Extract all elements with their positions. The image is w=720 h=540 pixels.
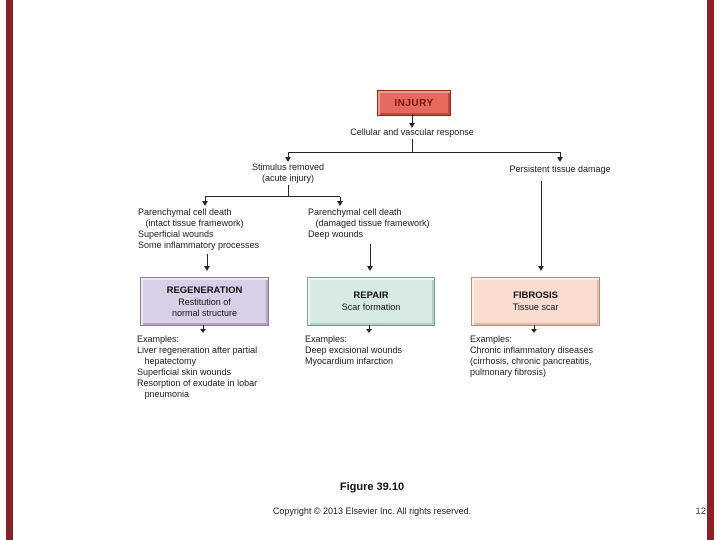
- examples-fibrosis: Examples: Chronic inflammatory diseases …: [470, 334, 593, 378]
- connector-line: [560, 153, 561, 157]
- connector-line: [534, 325, 535, 329]
- example-line: pneumonia: [137, 389, 190, 399]
- connector-line: [288, 185, 289, 196]
- page-number: 12: [695, 506, 706, 517]
- factor-line: Deep wounds: [308, 229, 364, 239]
- repair-path-factors: Parenchymal cell death (damaged tissue f…: [308, 207, 430, 240]
- arrow-down-icon: [367, 266, 373, 271]
- factor-line: Parenchymal cell death: [138, 207, 232, 217]
- outcome-box-regeneration: REGENERATION Restitution of normal struc…: [140, 277, 269, 326]
- acute-branch-line1: Stimulus removed: [251, 162, 325, 172]
- factor-line: (damaged tissue framework): [308, 218, 430, 228]
- example-line: Examples:: [470, 334, 513, 344]
- example-line: Examples:: [305, 334, 348, 344]
- outcome-box-fibrosis: FIBROSIS Tissue scar: [471, 277, 600, 326]
- chronic-branch-label: Persistent tissue damage: [509, 164, 611, 174]
- connector-line: [205, 196, 340, 197]
- acute-branch-label: Stimulus removed (acute injury): [218, 162, 358, 184]
- example-line: Chronic inflammatory diseases: [470, 345, 594, 355]
- connector-line: [412, 114, 413, 123]
- factor-line: Parenchymal cell death: [308, 207, 402, 217]
- outcome-subtitle: Scar formation: [341, 302, 401, 312]
- arrow-down-icon: [366, 329, 372, 333]
- example-line: Myocardium infarction: [305, 356, 394, 366]
- accent-bar-left: [6, 0, 13, 540]
- outcome-title: REPAIR: [353, 290, 389, 301]
- examples-repair: Examples: Deep excisional wounds Myocard…: [305, 334, 402, 367]
- example-line: Liver regeneration after partial: [137, 345, 258, 355]
- outcome-subtitle: Restitution of: [178, 296, 231, 307]
- connector-line: [541, 181, 542, 266]
- outcome-title: REGENERATION: [166, 284, 243, 296]
- example-line: (cirrhosis, chronic pancreatitis,: [470, 356, 592, 366]
- arrow-down-icon: [409, 123, 415, 128]
- connector-line: [205, 197, 206, 201]
- factor-line: Some inflammatory processes: [138, 240, 260, 250]
- connector-line: [369, 325, 370, 329]
- acute-branch-line2: (acute injury): [261, 173, 315, 183]
- connector-line: [288, 152, 561, 153]
- connector-line: [203, 325, 204, 329]
- arrow-down-icon: [285, 157, 291, 162]
- arrow-down-icon: [200, 329, 206, 333]
- connector-line: [207, 254, 208, 266]
- arrow-down-icon: [531, 329, 537, 333]
- example-line: Deep excisional wounds: [305, 345, 403, 355]
- connector-line: [340, 197, 341, 201]
- arrow-down-icon: [557, 157, 563, 162]
- connector-line: [370, 244, 371, 266]
- outcome-subtitle: Tissue scar: [512, 302, 559, 312]
- connector-line: [412, 139, 413, 153]
- arrow-down-icon: [337, 201, 343, 206]
- figure-caption: Figure 39.10: [339, 481, 405, 493]
- arrow-down-icon: [204, 266, 210, 271]
- example-line: Examples:: [137, 334, 180, 344]
- accent-bar-right: [707, 0, 714, 540]
- example-line: pulmonary fibrosis): [470, 367, 547, 377]
- outcome-title: FIBROSIS: [513, 290, 558, 301]
- outcome-box-repair: REPAIR Scar formation: [307, 277, 435, 326]
- injury-box: INJURY: [377, 90, 451, 116]
- arrow-down-icon: [538, 266, 544, 271]
- cellular-response-label: Cellular and vascular response: [350, 127, 474, 137]
- outcome-subtitle: normal structure: [171, 307, 238, 318]
- connector-line: [288, 153, 289, 157]
- regeneration-path-factors: Parenchymal cell death (intact tissue fr…: [138, 207, 259, 251]
- example-line: hepatectomy: [137, 356, 197, 366]
- examples-regeneration: Examples: Liver regeneration after parti…: [137, 334, 257, 400]
- copyright-line: Copyright © 2013 Elsevier Inc. All right…: [272, 506, 472, 516]
- injury-label: INJURY: [394, 97, 434, 109]
- factor-line: Superficial wounds: [138, 229, 214, 239]
- arrow-down-icon: [202, 201, 208, 206]
- factor-line: (intact tissue framework): [138, 218, 244, 228]
- example-line: Resorption of exudate in lobar: [137, 378, 258, 388]
- example-line: Superficial skin wounds: [137, 367, 232, 377]
